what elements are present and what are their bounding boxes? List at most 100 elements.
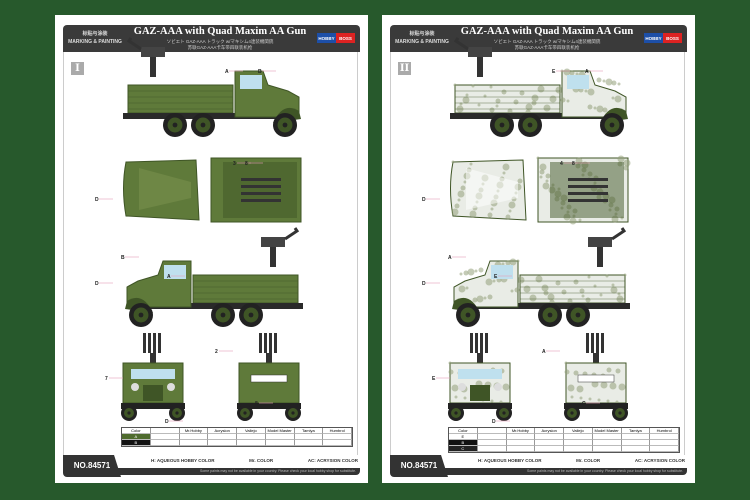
camo-spot — [465, 93, 469, 97]
gun-barrel — [480, 333, 483, 353]
gun-barrel — [586, 333, 589, 353]
camo-spot — [567, 298, 573, 304]
camo-spot — [602, 107, 608, 113]
camo-spot — [596, 77, 602, 83]
gun-barrel — [591, 333, 594, 353]
callout-label: E — [494, 274, 498, 280]
table-cell — [535, 434, 564, 440]
callout-label: C — [582, 401, 586, 407]
camo-spot — [469, 162, 473, 166]
logo-left: HOBBY — [317, 33, 336, 43]
table-cell — [477, 446, 507, 452]
callout-label: D — [422, 197, 426, 203]
wheel-hub — [454, 411, 458, 415]
camo-spot — [555, 86, 563, 94]
brand-logo: HOBBY BOSS — [644, 33, 682, 43]
camo-spot — [564, 361, 568, 365]
gun-barrel — [264, 333, 267, 353]
cargo-bed — [192, 274, 299, 304]
camo-spot — [478, 267, 484, 273]
gun-barrel — [601, 333, 604, 353]
callout-label: E — [552, 69, 556, 75]
camo-spot — [476, 295, 484, 303]
callout-label: 3 — [233, 161, 236, 167]
maxim-gun — [141, 47, 165, 57]
gun-barrel — [596, 333, 599, 353]
callout-label: 4 — [560, 161, 563, 167]
table-cell — [179, 440, 209, 446]
camo-spot — [531, 94, 539, 102]
camo-spot — [471, 84, 475, 88]
brand-logo: HOBBY BOSS — [317, 33, 355, 43]
subtitles: ソビエト GAZ-AAA トラック w/マキシム4連装機関銃 苏联GAZ-AAA… — [452, 39, 642, 51]
camo-spot — [501, 262, 505, 266]
wheel-hub — [575, 312, 581, 318]
side-view-right — [450, 37, 628, 137]
table-header-spacer — [477, 428, 507, 434]
wheel-hub — [547, 312, 553, 318]
cab-roof — [139, 168, 191, 210]
table-cell — [564, 440, 593, 446]
callout-label: D — [165, 419, 169, 425]
camo-spot — [618, 383, 626, 391]
camo-spot — [564, 369, 570, 375]
camo-spot — [516, 259, 520, 263]
table-header: Tamiya — [294, 428, 324, 434]
wheel-hub — [465, 312, 471, 318]
table-cell — [237, 440, 266, 446]
camo-spot — [508, 209, 512, 213]
camo-spot — [606, 367, 612, 373]
gun-mount — [150, 55, 156, 77]
camo-spot — [483, 94, 487, 98]
gun-barrel — [470, 333, 473, 353]
table-header: Humbrol — [323, 428, 352, 434]
gun-mount — [593, 353, 599, 363]
table-header: Mr.Hobby — [179, 428, 209, 434]
camo-spot — [570, 395, 574, 399]
table-cell — [621, 440, 651, 446]
camo-spot — [539, 163, 547, 171]
instruction-page-2: 标贴与涂装 MARKING & PAINTING GAZ-AAA with Qu… — [382, 15, 695, 483]
camo-spot — [597, 398, 601, 402]
maxim-gun — [588, 237, 612, 247]
windshield — [131, 369, 175, 379]
subtitle-cn: 苏联GAZ-AAA卡车带四联装机枪 — [514, 45, 580, 50]
gun-barrel — [269, 333, 272, 353]
camo-spot — [539, 169, 545, 175]
table-cell — [564, 446, 593, 452]
callout-label: A — [448, 255, 452, 261]
scheme-number: I — [71, 62, 84, 75]
callout-label: 7 — [105, 376, 108, 382]
callout-label: D — [492, 419, 496, 425]
camo-spot — [519, 90, 525, 96]
rear-view — [237, 333, 301, 421]
gun-barrel — [485, 333, 488, 353]
camo-spot — [505, 214, 511, 220]
color-swatch: A — [122, 434, 151, 440]
camo-spot — [542, 182, 550, 190]
wheel-hub — [138, 312, 144, 318]
section-label-cn: 标贴与涂装 — [82, 31, 108, 37]
camo-spot — [453, 83, 457, 87]
camo-spot — [611, 283, 615, 287]
camo-spot — [569, 217, 577, 225]
camo-spot — [609, 382, 617, 390]
table-header: Tamiya — [621, 428, 651, 434]
gun-barrel — [568, 178, 608, 181]
camo-spot — [581, 294, 585, 298]
scheme-number: II — [398, 62, 411, 75]
gun-mount — [477, 55, 483, 77]
callout-label: A — [542, 349, 546, 355]
axle — [448, 403, 512, 409]
callout-label: A — [167, 274, 171, 280]
camo-spot — [463, 270, 469, 276]
camo-spot — [567, 384, 575, 392]
content-frame: II — [390, 52, 685, 455]
top-view — [450, 155, 631, 225]
page-footer: NO.84571 H: AQUEOUS HOBBY COLOR Mr. COLO… — [390, 455, 687, 477]
table-cell — [650, 446, 679, 452]
gun-barrel — [158, 333, 161, 353]
table-header: Model Master — [592, 428, 622, 434]
subtitle-cn: 苏联GAZ-AAA卡车带四联装机枪 — [187, 45, 253, 50]
